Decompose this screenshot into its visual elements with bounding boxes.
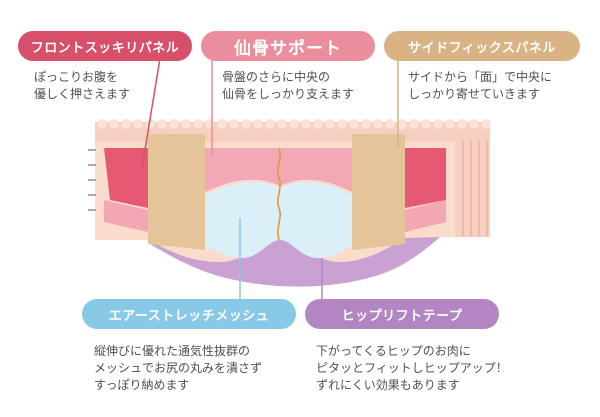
front-panel-right-light [405,200,446,232]
callout-front [141,45,163,169]
side-panel-left [148,134,205,250]
hook-marks [88,149,96,211]
front-panel-left-light [104,200,148,232]
lace-scallops [97,119,491,129]
side-fix-panel-description: サイドから「面」で中央に しっかり寄せていきます [408,69,552,103]
sacrum-support-label: 仙骨サポート [201,31,375,61]
air-stretch-mesh-label: エアーストレッチメッシュ [82,299,296,329]
mesh-desc-line-2: メッシュでお尻の丸みを潰さず [94,361,263,375]
side-desc-line-2: しっかり寄せていきます [408,87,541,101]
hip-lift-tape-label: ヒップリフトテープ [305,299,499,329]
sacrum-desc-line-1: 骨盤のさらに中央の [222,70,331,84]
right-edge-stripes [455,140,490,237]
hip-desc-line-2: ピタッとフィットしヒップアップ！ [316,361,508,375]
hip-desc-line-1: 下がってくるヒップのお肉に [316,344,471,358]
front-desc-line-2: 優しく押さえます [34,87,131,101]
mesh-desc-line-1: 縦伸びに優れた通気性抜群の [94,344,251,358]
hip-lift-tape [150,237,440,287]
air-stretch-mesh [205,181,352,258]
hip-desc-line-3: ずれにくい効果もあります [316,378,460,392]
sacrum-support-description: 骨盤のさらに中央の 仙骨をしっかり支えます [222,69,354,103]
sacrum-stitch [277,147,281,241]
side-fix-panel-label: サイドフィックスパネル [384,31,580,61]
side-panel-right [352,134,405,250]
front-panel-left [104,148,148,208]
front-desc-line-1: ぽっこりお腹を [34,70,119,84]
side-desc-line-1: サイドから「面」で中央に [408,70,553,84]
air-stretch-mesh-description: 縦伸びに優れた通気性抜群の メッシュでお尻の丸みを潰さず すっぽり納めます [94,343,262,394]
hip-lift-tape-description: 下がってくるヒップのお肉に ピタッとフィットしヒップアップ！ ずれにくい効果もあ… [316,343,508,394]
mesh-desc-line-3: すっぽり納めます [94,378,190,392]
front-panel-right [405,148,446,208]
front-panel-description: ぽっこりお腹を 優しく押さえます [34,69,130,103]
front-panel-label: フロントスッキリパネル [18,31,192,61]
sacrum-desc-line-2: 仙骨をしっかり支えます [222,87,355,101]
